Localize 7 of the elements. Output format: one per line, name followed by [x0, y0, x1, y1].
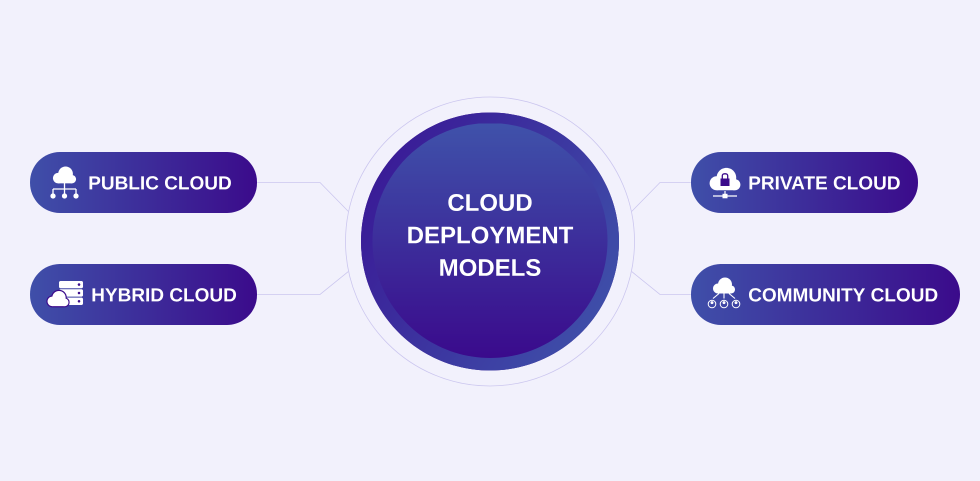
pill-box: PRIVATE CLOUD: [691, 152, 918, 213]
connector-line: [631, 182, 692, 212]
connector-line: [256, 182, 349, 212]
connector-line: [631, 271, 692, 295]
pill-box: PUBLIC CLOUD: [30, 152, 257, 213]
pill-box: COMMUNITY CLOUD: [691, 264, 960, 325]
connector-line: [256, 271, 349, 295]
